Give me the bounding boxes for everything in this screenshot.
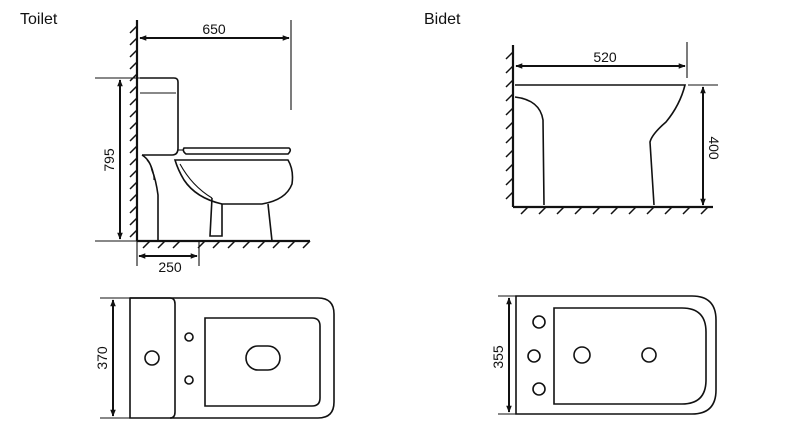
dim-250-label: 250 — [158, 259, 182, 275]
dim-400-label: 400 — [706, 136, 722, 160]
toilet-title: Toilet — [20, 11, 58, 28]
bidet-wall-hatch — [505, 51, 514, 200]
toilet-top-seat — [204, 317, 321, 407]
toilet-wall-hatch — [129, 25, 138, 238]
dim-520-label: 520 — [593, 49, 617, 65]
toilet-top-cistern — [130, 297, 176, 419]
toilet-rear-pedestal — [141, 154, 159, 241]
toilet-trapway-curve — [179, 163, 213, 199]
dim-650-label: 650 — [202, 21, 226, 37]
bidet-top-basin — [553, 307, 707, 405]
toilet-bowl — [173, 159, 294, 205]
bidet-overflow-icon — [641, 347, 657, 363]
toilet-top-view: 370 — [94, 297, 335, 419]
bidet-top-outline — [515, 295, 717, 415]
fixing-hole-top-icon — [184, 332, 194, 342]
fixing-hole-bottom-icon — [184, 375, 194, 385]
toilet-seat — [182, 147, 292, 155]
bidet-side-view: 520 400 — [505, 42, 722, 215]
toilet-drain-icon — [245, 345, 281, 371]
toilet-rear-curve — [146, 159, 155, 181]
bidet-body-front — [515, 84, 687, 206]
toilet-cistern — [140, 77, 179, 156]
bidet-title: Bidet — [424, 11, 461, 28]
cistern-button-icon — [144, 350, 160, 366]
toilet-top-outline — [129, 297, 335, 419]
toilet-floor-hatch — [142, 240, 311, 249]
toilet-foot — [267, 203, 273, 242]
bidet-body-rear — [514, 96, 545, 206]
bidet-top-view: 355 — [490, 295, 717, 415]
dim-370-label: 370 — [94, 346, 110, 370]
toilet-outlet-pipe — [209, 197, 223, 237]
bidet-floor-hatch — [520, 206, 709, 215]
toilet-side-view: 650 795 250 — [95, 20, 311, 275]
dim-355-label: 355 — [490, 345, 506, 369]
bidet-fixing-hole-top-icon — [532, 315, 546, 329]
dim-795-label: 795 — [101, 148, 117, 172]
bidet-drain-icon — [573, 346, 591, 364]
bidet-tap-hole-icon — [527, 349, 541, 363]
bidet-fixing-hole-bottom-icon — [532, 382, 546, 396]
